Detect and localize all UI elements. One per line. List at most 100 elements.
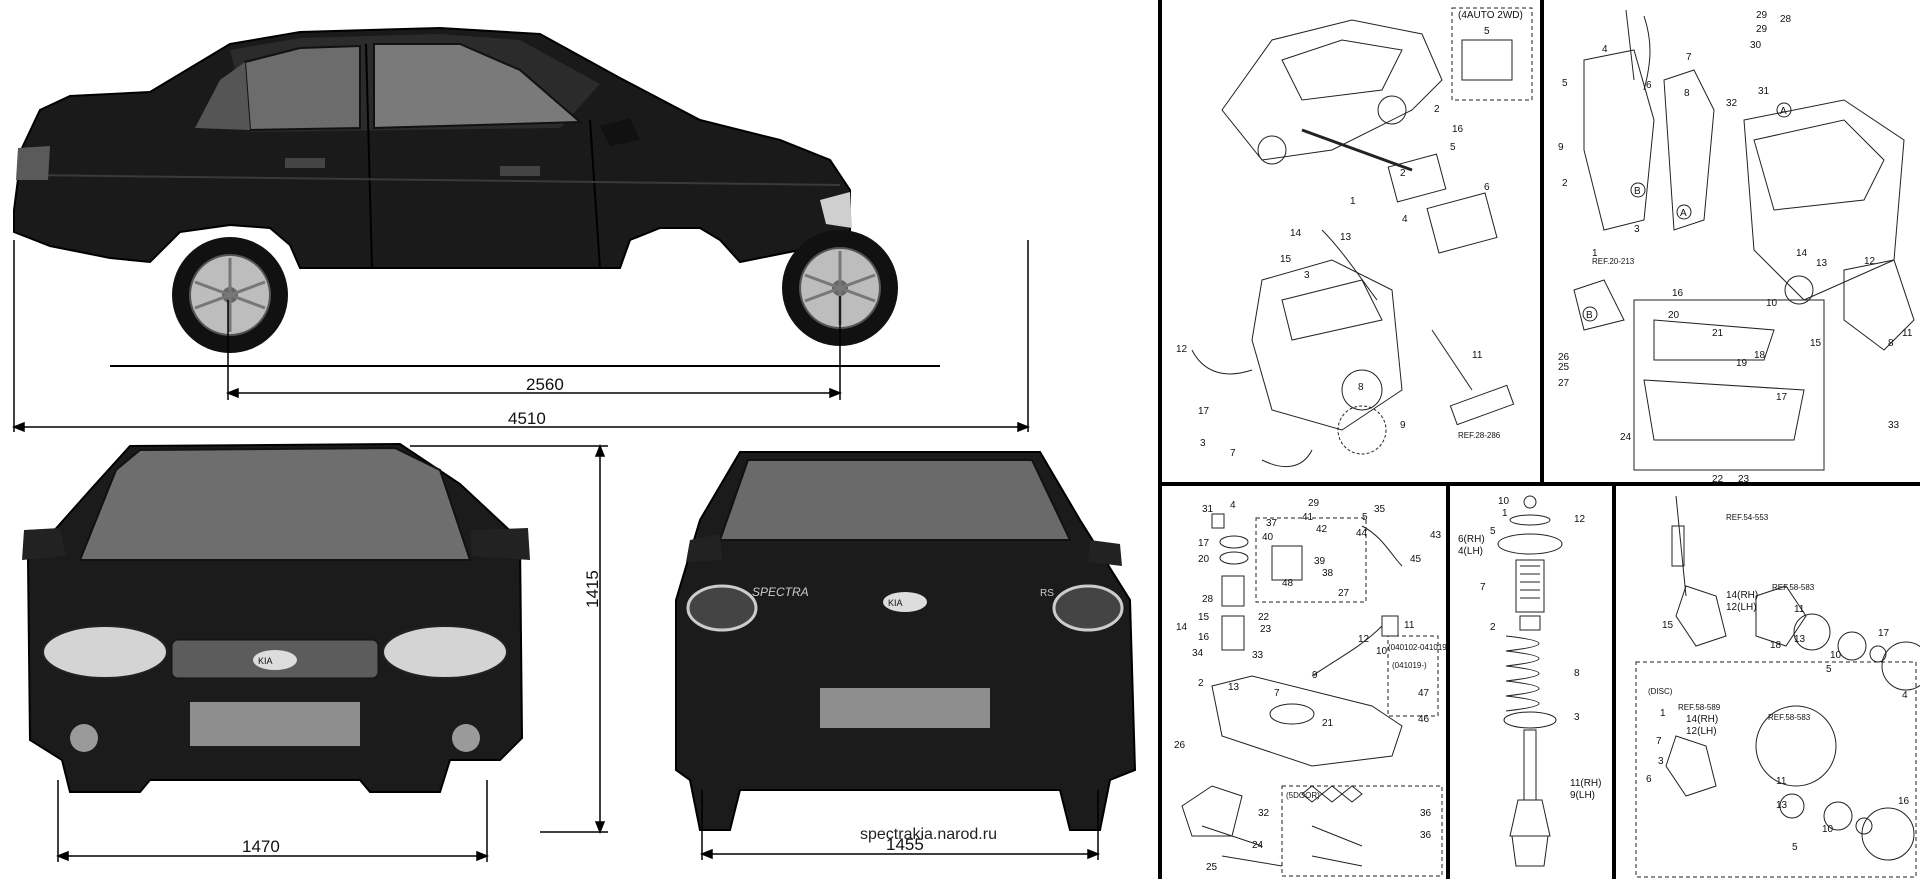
svg-text:1: 1 — [1502, 508, 1508, 519]
brake-hub-diagram: REF.54-553 REF.58-583 (DISC) REF.58-589 … — [1616, 486, 1920, 879]
rear-track-label: 1455 — [886, 835, 924, 854]
svg-text:7: 7 — [1480, 582, 1486, 593]
wheelbase-label: 2560 — [526, 375, 564, 394]
svg-text:10: 10 — [1830, 650, 1842, 661]
svg-text:13: 13 — [1776, 800, 1788, 811]
svg-text:2: 2 — [1490, 622, 1496, 633]
length-label: 4510 — [508, 409, 546, 428]
svg-text:11: 11 — [1776, 776, 1787, 787]
ref-58-583-lower: REF.58-583 — [1768, 713, 1811, 722]
svg-text:10: 10 — [1766, 298, 1778, 309]
svg-text:13: 13 — [1228, 682, 1240, 693]
svg-text:44: 44 — [1356, 528, 1368, 539]
timing-part-numbers: 29 28 29 30 31 32 4 7 5 6 8 9 2 3 1 14 1… — [1558, 10, 1913, 482]
svg-text:22: 22 — [1712, 474, 1724, 482]
front-track-dimension — [55, 780, 490, 862]
svg-text:32: 32 — [1258, 808, 1270, 819]
svg-text:17: 17 — [1878, 628, 1890, 639]
svg-text:47: 47 — [1418, 688, 1430, 699]
svg-text:33: 33 — [1252, 650, 1264, 661]
watermark-url: spectrakia.narod.ru — [860, 826, 997, 843]
height-dimension — [410, 443, 608, 835]
svg-text:7: 7 — [1656, 736, 1662, 747]
divider-bottom-right — [1612, 484, 1616, 879]
ref-28-286: REF.28-286 — [1458, 431, 1501, 440]
svg-text:3: 3 — [1304, 270, 1310, 281]
svg-text:4: 4 — [1902, 690, 1908, 701]
front-track-label: 1470 — [242, 837, 280, 856]
svg-text:1: 1 — [1592, 248, 1598, 259]
divider-horizontal — [1158, 482, 1920, 486]
divider-main-vertical — [1158, 0, 1162, 879]
strut-part-numbers: 10 1 5 12 6(RH) 4(LH) 7 2 8 3 11(RH) 9(L… — [1458, 496, 1601, 801]
svg-text:1: 1 — [1660, 708, 1666, 719]
fuel-tank-diagram: (040102-041019) (041019-) (5DOOR) 31 4 2… — [1162, 486, 1446, 879]
svg-text:5: 5 — [1826, 664, 1832, 675]
svg-text:8: 8 — [1684, 88, 1690, 99]
svg-text:4: 4 — [1602, 44, 1608, 55]
height-label: 1415 — [583, 570, 602, 608]
wheelbase-dimension — [225, 296, 843, 400]
svg-text:26: 26 — [1558, 352, 1570, 363]
svg-text:22: 22 — [1258, 612, 1270, 623]
svg-text:42: 42 — [1316, 524, 1328, 535]
svg-text:B: B — [1586, 310, 1593, 321]
svg-text:17: 17 — [1198, 406, 1210, 417]
svg-text:8: 8 — [1358, 382, 1364, 393]
svg-text:6(RH): 6(RH) — [1458, 534, 1485, 545]
svg-text:17: 17 — [1198, 538, 1210, 549]
svg-text:29: 29 — [1308, 498, 1320, 509]
rear-track-dimension — [699, 790, 1101, 860]
svg-text:21: 21 — [1322, 718, 1334, 729]
strut-diagram: 10 1 5 12 6(RH) 4(LH) 7 2 8 3 11(RH) 9(L… — [1450, 486, 1612, 879]
svg-text:5: 5 — [1450, 142, 1456, 153]
svg-text:27: 27 — [1558, 378, 1570, 389]
divider-bottom-left — [1446, 484, 1450, 879]
svg-text:5: 5 — [1362, 512, 1368, 523]
svg-text:11(RH): 11(RH) — [1570, 778, 1601, 789]
callout-041019: (041019-) — [1392, 661, 1427, 670]
svg-text:1: 1 — [1350, 196, 1356, 207]
svg-text:18: 18 — [1754, 350, 1766, 361]
svg-text:9: 9 — [1558, 142, 1564, 153]
svg-text:4: 4 — [1402, 214, 1408, 225]
svg-text:6: 6 — [1646, 774, 1652, 785]
callout-5door: (5DOOR) — [1286, 791, 1320, 800]
svg-text:A: A — [1780, 106, 1787, 117]
svg-text:7: 7 — [1274, 688, 1280, 699]
spectra-badge: SPECTRA — [752, 585, 809, 599]
svg-text:40: 40 — [1262, 532, 1274, 543]
svg-text:15: 15 — [1810, 338, 1822, 349]
svg-text:14: 14 — [1290, 228, 1302, 239]
divider-top-mid — [1540, 0, 1544, 484]
car-dimensions-drawing: 2560 4510 KIA 141 — [11, 26, 1137, 862]
svg-text:13: 13 — [1816, 258, 1828, 269]
rs-badge: RS — [1040, 588, 1054, 599]
svg-text:11: 11 — [1472, 350, 1483, 361]
ref-20-213: REF.20-213 — [1592, 257, 1635, 266]
ref-54-553: REF.54-553 — [1726, 513, 1769, 522]
svg-text:12: 12 — [1864, 256, 1876, 267]
svg-text:3: 3 — [1634, 224, 1640, 235]
svg-text:12(LH): 12(LH) — [1686, 726, 1717, 737]
ref-58-583-upper: REF.58-583 — [1772, 583, 1815, 592]
svg-text:10: 10 — [1822, 824, 1834, 835]
callout-disc: (DISC) — [1648, 687, 1673, 696]
svg-text:14(RH): 14(RH) — [1686, 714, 1718, 725]
callout-040102-041019: (040102-041019) — [1388, 643, 1446, 652]
svg-text:5: 5 — [1490, 526, 1496, 537]
svg-text:12: 12 — [1574, 514, 1586, 525]
svg-text:2: 2 — [1400, 168, 1406, 179]
svg-text:14: 14 — [1796, 248, 1808, 259]
svg-text:4: 4 — [1230, 500, 1236, 511]
svg-text:28: 28 — [1202, 594, 1214, 605]
svg-text:46: 46 — [1418, 714, 1430, 725]
svg-text:25: 25 — [1206, 862, 1218, 873]
svg-text:28: 28 — [1780, 14, 1792, 25]
svg-text:4(LH): 4(LH) — [1458, 546, 1483, 557]
svg-text:39: 39 — [1314, 556, 1326, 567]
svg-text:27: 27 — [1338, 588, 1350, 599]
svg-text:14: 14 — [1176, 622, 1188, 633]
svg-text:16: 16 — [1452, 124, 1464, 135]
svg-text:20: 20 — [1198, 554, 1210, 565]
